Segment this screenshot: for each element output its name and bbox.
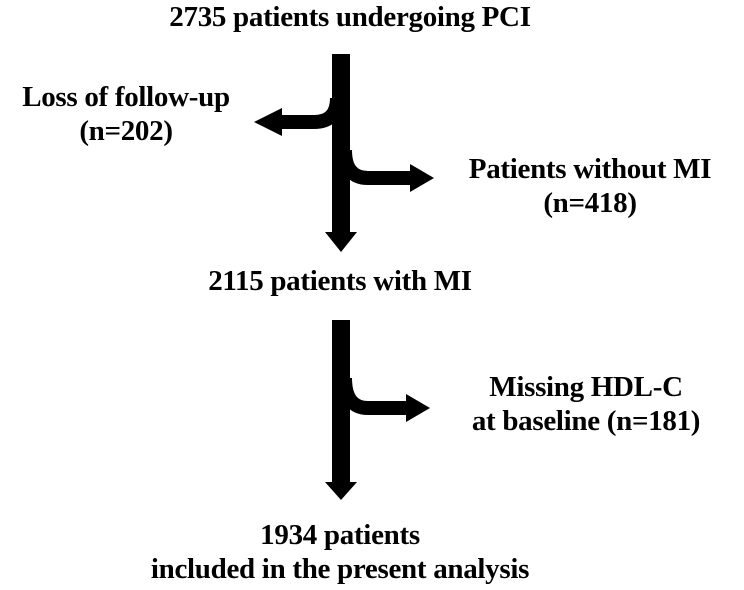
branch-arrow-loss-of-follow-up bbox=[254, 97, 344, 136]
exclusion-missing-hdl-line1: Missing HDL-C bbox=[489, 371, 683, 403]
exclusion-loss-of-follow-up: Loss of follow-up (n=202) bbox=[0, 80, 252, 148]
final-box-line2: included in the present analysis bbox=[150, 553, 530, 585]
final-box-label: 1934 patients included in the present an… bbox=[100, 518, 580, 586]
final-box-line1: 1934 patients bbox=[260, 519, 420, 551]
exclusion-loss-line1: Loss of follow-up bbox=[22, 81, 230, 113]
exclusion-missing-hdl: Missing HDL-C at baseline (n=181) bbox=[436, 370, 736, 438]
exclusion-without-mi-line1: Patients without MI bbox=[468, 153, 712, 185]
exclusion-missing-hdl-line2: at baseline (n=181) bbox=[471, 405, 701, 437]
branch-arrow-without-mi bbox=[338, 149, 434, 192]
middle-box-label: 2115 patients with MI bbox=[208, 265, 472, 297]
main-arrow-2 bbox=[325, 320, 357, 500]
exclusion-without-mi-line2: (n=418) bbox=[543, 187, 637, 219]
top-box-label: 2735 patients undergoing PCI bbox=[169, 1, 531, 33]
exclusion-without-mi: Patients without MI (n=418) bbox=[436, 152, 744, 220]
exclusion-loss-line2: (n=202) bbox=[79, 115, 173, 147]
branch-arrow-missing-hdl bbox=[338, 377, 430, 422]
